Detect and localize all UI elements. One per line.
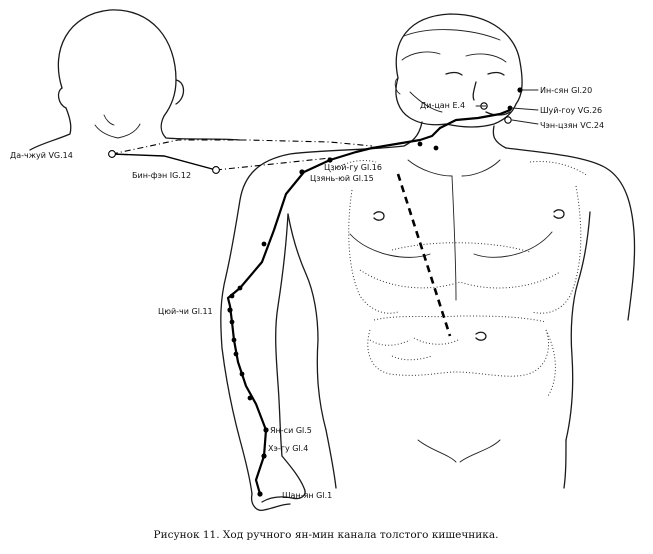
point-da-chzhuy	[108, 150, 116, 158]
front-torso-figure	[225, 145, 636, 489]
label-he-gu: Хэ-гу Gl.4	[268, 444, 308, 453]
point-arm-5	[229, 319, 235, 325]
leader-lines	[475, 89, 539, 125]
internal-organs	[329, 159, 589, 397]
label-chen-tszyan: Чэн-цзян VC.24	[540, 121, 604, 130]
label-shuy-gou: Шуй-гоу VG.26	[540, 106, 602, 115]
point-neck-2	[433, 145, 439, 151]
label-bin-fen: Бин-фэн IG.12	[132, 171, 191, 180]
arm-figure	[220, 213, 306, 511]
label-di-tsan: Ди-цан E.4	[420, 101, 465, 110]
point-yan-si	[263, 427, 269, 433]
point-neck-1	[417, 141, 423, 147]
figure-caption: Рисунок 11. Ход ручного ян-мин канала то…	[154, 529, 499, 541]
acupoints	[108, 87, 523, 497]
back-head-figure	[29, 9, 241, 151]
point-in-syan	[517, 87, 523, 93]
label-yan-si: Ян-си Gl.5	[270, 426, 312, 435]
labels: Да-чжуй VG.14 Бин-фэн IG.12 Цзюй-гу Gl.1…	[10, 86, 604, 500]
point-chen-tszyan	[504, 116, 512, 124]
point-shuy-gou	[507, 105, 513, 111]
label-tsyuy-gu: Цзюй-гу Gl.16	[324, 163, 382, 172]
point-tszyan-yuy	[299, 169, 305, 175]
meridian-path	[111, 108, 512, 496]
point-arm-7	[237, 285, 243, 291]
label-da-chzhuy: Да-чжуй VG.14	[10, 151, 73, 160]
label-tszyan-yuy: Цзянь-юй Gl.15	[310, 174, 374, 183]
point-he-gu	[261, 453, 267, 459]
point-shan-yan	[257, 491, 263, 497]
point-arm-1	[247, 395, 253, 401]
point-arm-4	[231, 337, 237, 343]
point-arm-2	[239, 371, 245, 377]
front-head-figure	[394, 13, 523, 149]
point-arm-3	[233, 351, 239, 357]
point-arm-6	[229, 293, 235, 299]
point-tsyuy-gu	[327, 157, 333, 163]
label-shan-yan: Шан-ян Gl.1	[282, 491, 332, 500]
point-arm-8	[261, 241, 267, 247]
point-bin-fen	[212, 166, 220, 174]
point-tsyuy-chi	[227, 307, 233, 313]
label-in-syan: Ин-сян Gl.20	[540, 86, 592, 95]
label-tsyuy-chi: Цюй-чи Gl.11	[158, 307, 213, 316]
